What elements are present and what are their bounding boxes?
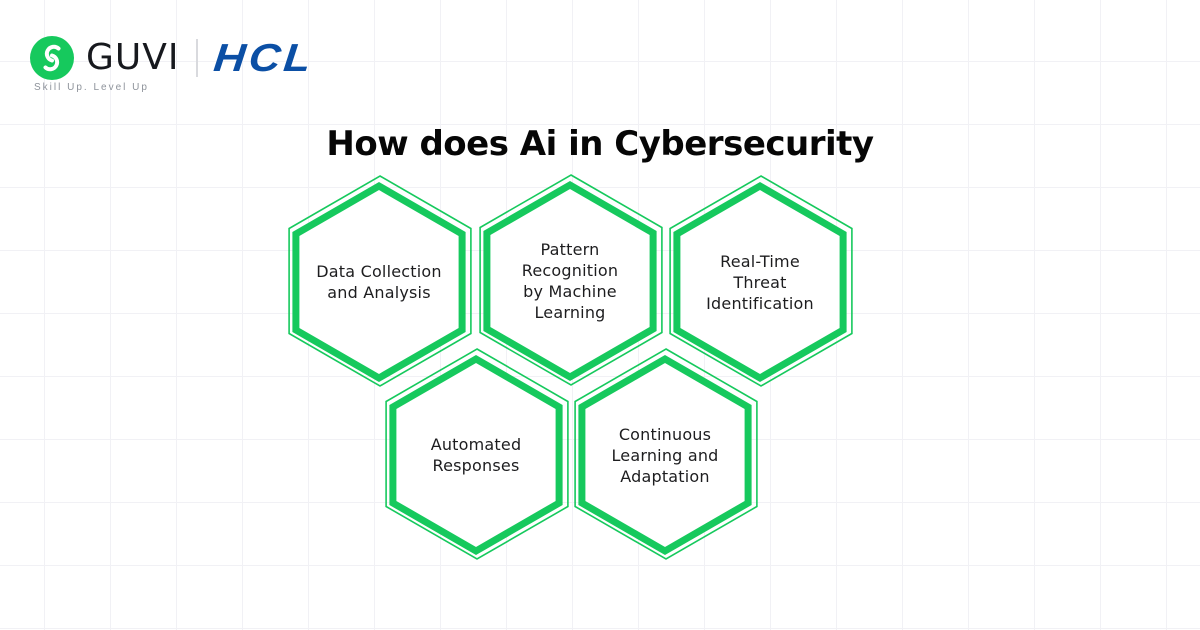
brand-bar: GUVI HCL [30,36,316,80]
guvi-logo-icon [30,36,74,80]
hexagon-shape [385,348,569,560]
guvi-wordmark: GUVI [86,37,180,78]
hexagon-automated-responses: Automated Responses [381,347,571,563]
hexagon-label: Continuous Learning and Adaptation [611,424,719,486]
hexagon-real-time-threat: Real-Time Threat Identification [665,174,855,390]
hexagon-pattern-recognition: Pattern Recognition by Machine Learning [475,173,665,389]
hexagon-label: Real-Time Threat Identification [706,251,814,313]
brand-divider [195,39,198,77]
hexagon-shape [574,348,758,560]
hexagon-shape [669,175,853,387]
hexagon-data-collection: Data Collection and Analysis [284,174,474,390]
page-title: How does Ai in Cybersecurity [326,123,874,164]
hexagon-shape [479,174,663,386]
hexagon-label: Automated Responses [430,435,522,475]
brand-tagline: Skill Up. Level Up [34,82,149,93]
hexagon-shape [288,175,472,387]
hexagon-label: Data Collection and Analysis [316,262,442,302]
hexagon-continuous-learning: Continuous Learning and Adaptation [570,347,760,563]
hcl-wordmark: HCL [211,36,316,80]
hexagon-label: Pattern Recognition by Machine Learning [521,240,619,322]
